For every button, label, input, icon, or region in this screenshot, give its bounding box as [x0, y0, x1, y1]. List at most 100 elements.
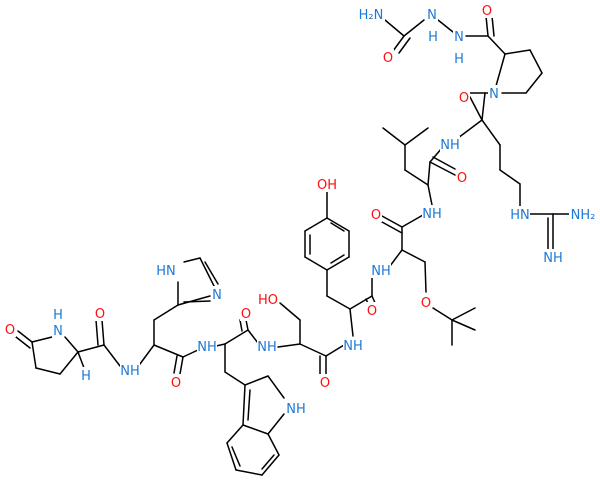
atom-label-background [357, 6, 385, 22]
bond [101, 319, 105, 346]
bond [226, 424, 244, 444]
bond [77, 351, 85, 369]
atom-label-nh-trp-ring: NH [286, 402, 306, 417]
bond [401, 249, 426, 263]
bond [247, 389, 251, 421]
bond [437, 19, 454, 33]
bond [481, 92, 486, 121]
bond [381, 221, 403, 234]
atom-label-background [481, 2, 493, 18]
atom-label-nh-arg-imine: NH [543, 251, 563, 266]
atom-label-background [456, 169, 468, 185]
atom-label-background [197, 338, 217, 354]
bond [326, 256, 350, 271]
bond-layer [15, 15, 571, 476]
atom-label-o-trp3: O [241, 307, 251, 322]
bond [224, 371, 246, 386]
atom-label-o-tyr5: O [367, 304, 377, 319]
atom-label-h-hyd1: H [428, 30, 438, 45]
bond [429, 161, 456, 176]
bond [103, 344, 121, 367]
bond [153, 344, 184, 358]
bond [349, 295, 373, 310]
bond [326, 217, 350, 232]
atom-label-n-pro9: N [489, 87, 499, 102]
bond [432, 307, 453, 321]
bond [330, 222, 345, 232]
bond [427, 184, 433, 206]
bond [59, 351, 79, 375]
atom-label-background [286, 400, 306, 416]
atom-label-background [319, 374, 331, 390]
atom-label-nh-glp: N [53, 324, 63, 339]
atom-label-background [371, 262, 391, 278]
atom-label-background [510, 206, 530, 222]
bond [242, 384, 246, 426]
atom-label-nh-his2: NH [120, 364, 140, 379]
bond [267, 375, 285, 399]
atom-label-background [94, 305, 106, 321]
bond [215, 343, 226, 347]
bond [267, 433, 280, 456]
atom-label-background [427, 28, 439, 44]
bond [398, 37, 411, 54]
atom-label-background [4, 321, 16, 337]
atom-label-o-leu7: O [457, 171, 467, 186]
atom-label-background [257, 338, 277, 354]
atom-label-background [370, 206, 382, 222]
bond [525, 72, 543, 94]
bond [326, 295, 351, 310]
bond [389, 249, 403, 267]
bond [183, 257, 201, 263]
atom-label-h-glp-n: H [53, 308, 63, 323]
bond [427, 161, 431, 186]
bond [495, 53, 506, 87]
atom-label-background [170, 374, 182, 390]
bond [242, 424, 269, 435]
atom-label-background [569, 206, 597, 222]
atom-label-background [120, 362, 140, 378]
bond [244, 375, 269, 386]
bond [173, 355, 178, 374]
bond [199, 257, 215, 287]
bond [403, 19, 425, 37]
bond [485, 15, 489, 37]
atom-label-nh-arg-side: HN [510, 208, 530, 223]
atom-label-background [458, 89, 470, 105]
bond [247, 329, 259, 344]
bond [384, 19, 405, 37]
bond [183, 300, 211, 303]
atom-label-oh-tyr: OH [317, 178, 337, 193]
atom-label-o-ser6: O [371, 208, 381, 223]
bond [304, 256, 328, 271]
bond [404, 127, 429, 146]
bond [153, 304, 179, 321]
bond [481, 119, 501, 146]
bond [392, 35, 405, 52]
bond [31, 341, 37, 369]
bond [457, 119, 483, 139]
bond [279, 302, 301, 321]
atom-label-nh2-arg: NH₂ [571, 208, 596, 223]
bond [77, 344, 105, 353]
atom-label-background [382, 49, 394, 65]
bond [325, 344, 345, 357]
bond [35, 367, 61, 375]
bond [299, 343, 327, 357]
bond [382, 127, 406, 146]
atom-label-o-semicarb: O [383, 51, 393, 66]
bond [226, 442, 237, 471]
atom-label-background [420, 294, 432, 310]
atom-label-background [453, 50, 465, 66]
bond [491, 15, 495, 37]
bond [529, 49, 543, 74]
bond [499, 169, 521, 185]
atom-label-nh-arg8: NH [440, 138, 460, 153]
atom-label-background [317, 176, 337, 192]
bond [17, 330, 33, 343]
bond [404, 169, 429, 186]
atom-label-background [52, 306, 64, 322]
atom-label-ho-ser4: HO [258, 293, 278, 308]
